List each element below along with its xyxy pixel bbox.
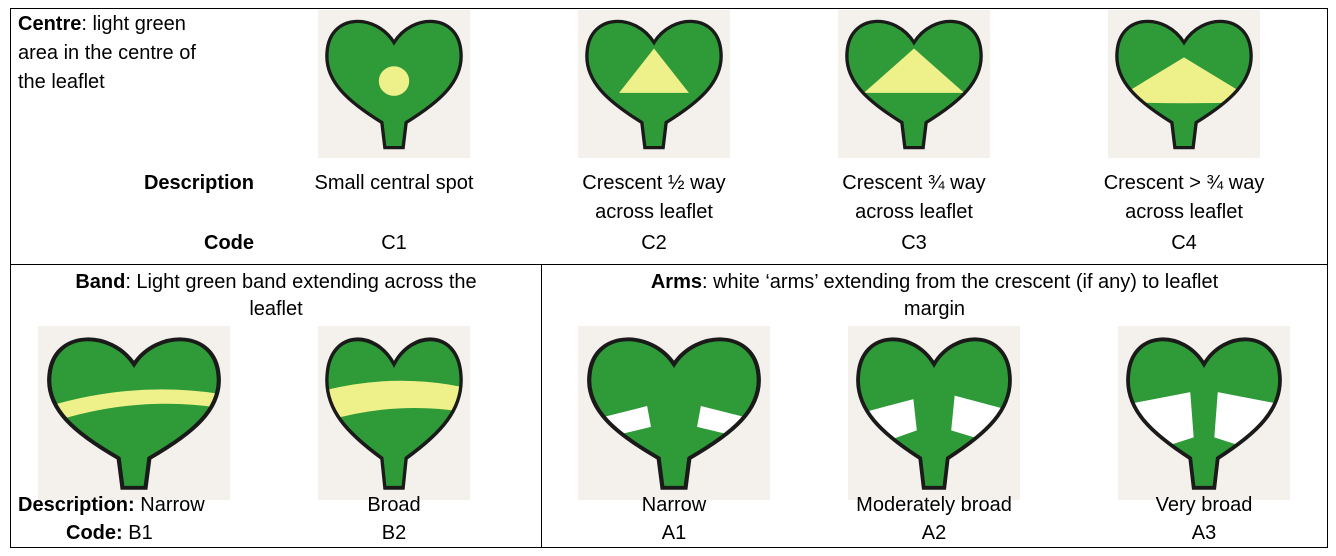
table-border-middle [10,264,1328,265]
band-intro: Band: Light green band extending across … [11,268,541,297]
leaf-image-a3 [1118,326,1290,500]
leaf-image-c3 [838,10,990,158]
arms-a1-description: Narrow [562,491,786,520]
arms-a3-code: A3 [1092,519,1316,548]
leaf-image-a1 [578,326,770,500]
arms-intro: Arms: white ‘arms’ extending from the cr… [542,268,1327,297]
band-b1-description-row: Description: Narrow [18,491,205,520]
band-label: Band [75,271,125,293]
centre-text-line2: area in the centre of [18,39,196,68]
centre-description-label: Description [60,169,254,198]
arms-label: Arms [651,271,702,293]
leaf-image-c4 [1108,10,1260,158]
arms-a3-description: Very broad [1092,491,1316,520]
leaf-image-b1 [38,326,230,500]
leaf-image-a2 [848,326,1020,500]
centre-code-label: Code [60,229,254,258]
centre-label: Centre [18,13,81,35]
centre-c4-description-line1: Crescent > ¾ way [1072,169,1296,198]
centre-c1-code: C1 [282,229,506,258]
centre-c3-description-line1: Crescent ¾ way [802,169,1026,198]
leaf-image-c1 [318,10,470,158]
band-b2-description: Broad [282,491,506,520]
centre-c3-code: C3 [802,229,1026,258]
leaf-image-c2 [578,10,730,158]
band-b2-code: B2 [282,519,506,548]
table-border-top [10,8,1328,9]
centre-text-line3: the leaflet [18,68,105,97]
band-text-line2: leaflet [11,295,541,324]
centre-c3-description-line2: across leaflet [802,198,1026,227]
centre-c2-description-line1: Crescent ½ way [542,169,766,198]
centre-intro: Centre: light green [18,10,186,39]
band-description-label: Description: [18,494,135,516]
centre-c2-code: C2 [542,229,766,258]
arms-a2-code: A2 [822,519,1046,548]
band-b1-description: Narrow [140,494,204,516]
centre-text-line1: : light green [81,13,186,35]
band-text-line1: : Light green band extending across the [125,271,476,293]
centre-c4-description-line2: across leaflet [1072,198,1296,227]
band-b1-code-row: Code: B1 [66,519,153,548]
band-code-label: Code: [66,522,123,544]
centre-c4-code: C4 [1072,229,1296,258]
arms-a2-description: Moderately broad [822,491,1046,520]
arms-text-line2: margin [542,295,1327,324]
arms-text-line1: : white ‘arms’ extending from the cresce… [702,271,1218,293]
centre-c1-description: Small central spot [282,169,506,198]
table-border-right [1327,8,1328,548]
centre-c2-description-line2: across leaflet [542,198,766,227]
leaf-image-b2 [318,326,470,500]
band-b1-code: B1 [128,522,152,544]
arms-a1-code: A1 [562,519,786,548]
